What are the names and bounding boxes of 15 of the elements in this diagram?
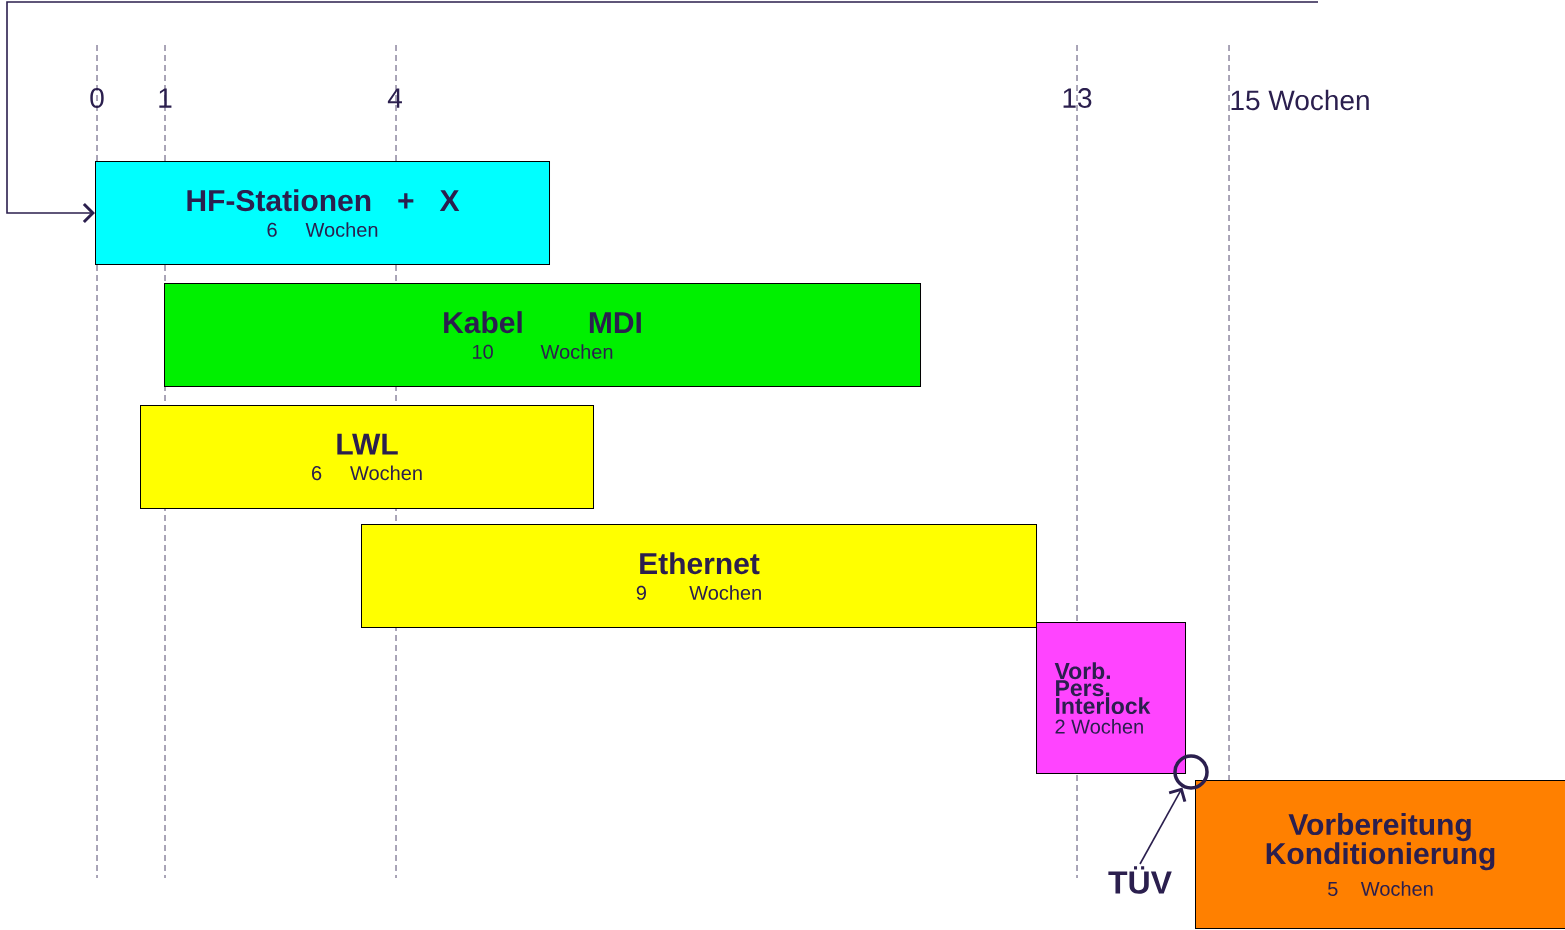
milestone-circle [1173, 754, 1209, 790]
milestone-label: TÜV [1108, 866, 1172, 894]
task-bar: HF-Stationen + X 6 Wochen [95, 161, 550, 265]
task-bar: Vorb. Pers. Interlock 2 Wochen [1036, 622, 1186, 774]
axis-label: 1 [159, 88, 172, 108]
task-bar: Vorbereitung Konditionierung 5 Wochen [1195, 780, 1565, 929]
axis-label: 4 [387, 88, 402, 108]
axis-label: 13 [1063, 88, 1092, 108]
task-bar: LWL 6 Wochen [140, 405, 594, 509]
task-bar: Ethernet 9 Wochen [361, 524, 1037, 628]
arrow [6, 1, 1319, 224]
arrow [1139, 787, 1187, 865]
task-bar: Kabel MDI 10 Wochen [164, 283, 921, 387]
axis-label: 15 Wochen [1231, 89, 1369, 111]
axis-label: 0 [90, 88, 104, 108]
